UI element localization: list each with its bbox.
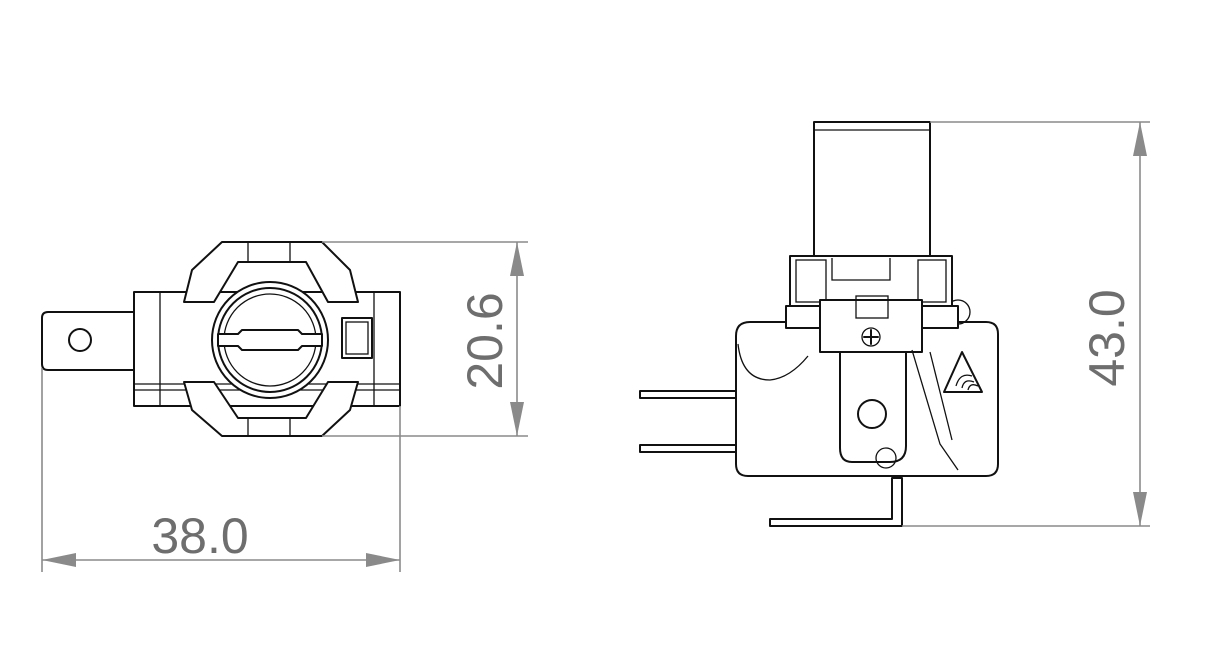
front-height-dimension-label: 20.6 xyxy=(457,292,513,389)
front-window xyxy=(341,317,373,359)
front-upper-flange xyxy=(183,241,359,303)
front-dimensions: 38.0 20.6 xyxy=(41,241,528,572)
side-pin-lower xyxy=(769,477,903,527)
side-view xyxy=(639,121,999,527)
side-pin-middle xyxy=(639,444,737,453)
front-terminal-hole xyxy=(68,328,92,352)
front-terminal-tab xyxy=(41,311,135,371)
side-height-dimension-label: 43.0 xyxy=(1079,289,1135,386)
side-collar xyxy=(789,255,953,307)
side-cap xyxy=(813,121,931,259)
front-lower-flange xyxy=(183,381,359,437)
front-view xyxy=(41,241,401,437)
side-pin-upper xyxy=(639,390,737,399)
front-contact-slot xyxy=(217,329,323,351)
plus-icon xyxy=(861,327,881,347)
side-dimensions: 43.0 xyxy=(902,121,1150,527)
triangle-logo-icon xyxy=(943,351,983,393)
side-terminal-hole xyxy=(857,399,887,429)
width-dimension-label: 38.0 xyxy=(151,508,248,564)
side-terminal-blade xyxy=(839,351,907,463)
